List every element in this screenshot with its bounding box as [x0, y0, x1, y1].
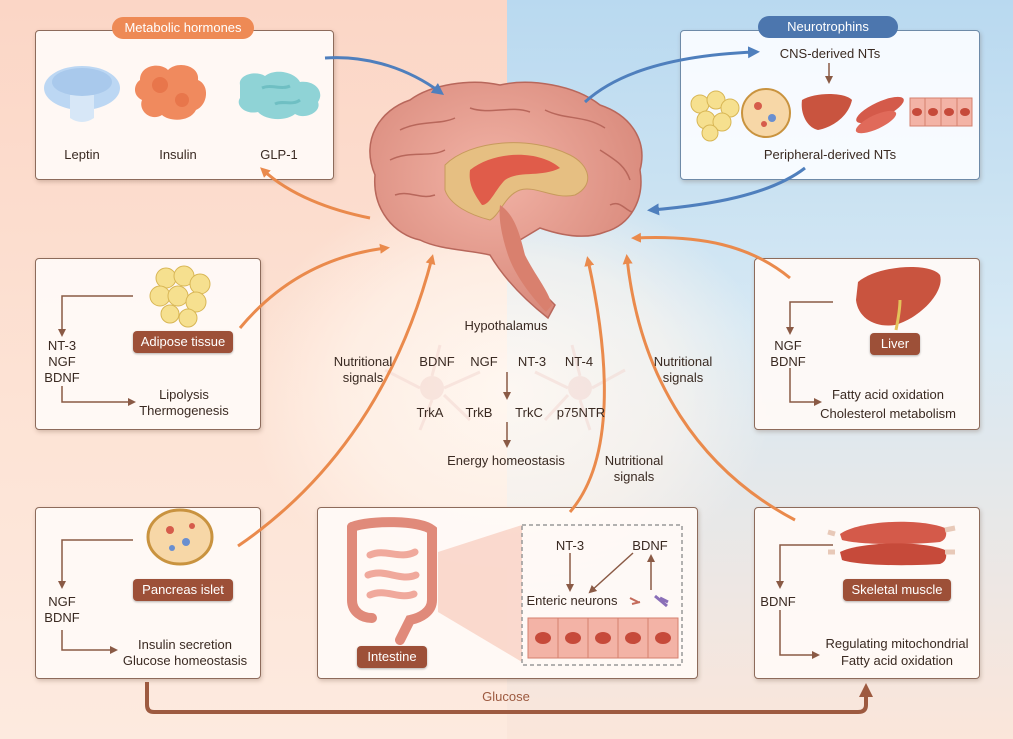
adipose-factor-bdnf: BDNF [44, 370, 80, 385]
glp1-icon [238, 71, 321, 120]
hypothalamus-label: Hypothalamus [464, 318, 548, 333]
intestinal-cells-small-icon [909, 97, 973, 127]
peripheral-to-brain-arrow [647, 166, 806, 216]
liver-branch-line [786, 301, 833, 335]
cns-derived-label: CNS-derived NTs [779, 46, 881, 61]
liver-effect-fatty-acid: Fatty acid oxidation [831, 387, 944, 402]
epithelium-icon [527, 617, 679, 659]
muscle-effect-mitochondrial: Regulating mitochondrial [825, 636, 969, 651]
insulin-label: Insulin [159, 147, 197, 162]
bdnf-to-enteric-arrow [588, 552, 634, 594]
muscle-to-brain-arrow [622, 254, 796, 522]
enteric-neurons-label: Enteric neurons [526, 593, 618, 608]
liver-icon [856, 266, 941, 331]
glucose-arrow [145, 682, 873, 714]
muscle-effect-line [779, 610, 820, 659]
glp1-label: GLP-1 [260, 147, 298, 162]
enteric-zoom-frame [521, 524, 683, 666]
liver-to-brain-arrow [631, 232, 791, 280]
bacteria-icon [629, 594, 669, 608]
liver-effect-line [789, 368, 822, 406]
pancreas-factor-bdnf: BDNF [44, 610, 80, 625]
adipose-factor-nt3: NT-3 [47, 338, 77, 353]
adipose-branch-line [58, 295, 133, 337]
pancreas-factor-ngf: NGF [48, 594, 76, 609]
adipose-effect-lipolysis: Lipolysis [159, 387, 209, 402]
adipose-effect-line [61, 386, 136, 406]
pancreas-effect-glucose: Glucose homeostasis [122, 653, 248, 668]
nutritional-signals-right-1: Nutritional [653, 354, 713, 369]
receptor-p75ntr: p75NTR [556, 405, 606, 420]
adipose-tissue-tag: Adipose tissue [133, 331, 233, 353]
pancreas-islet-icon [146, 508, 214, 566]
nutritional-signals-left-2: signals [342, 370, 384, 385]
receptor-trka: TrkA [416, 405, 444, 420]
intestine-tag: Intestine [357, 646, 427, 668]
neurotrophins-header: Neurotrophins [758, 16, 898, 38]
ligand-nt3: NT-3 [517, 354, 547, 369]
intestine-to-brain-arrow [568, 256, 606, 513]
receptor-trkb: TrkB [465, 405, 493, 420]
ligand-bdnf: BDNF [419, 354, 455, 369]
brain-illustration [369, 81, 643, 320]
hormone-to-brain-arrow [324, 56, 445, 95]
pancreas-branch-line [58, 539, 133, 589]
nutritional-signals-left-1: Nutritional [333, 354, 393, 369]
intestine-bdnf-label: BDNF [632, 538, 668, 553]
liver-tag: Liver [870, 333, 920, 355]
intestine-icon [347, 517, 437, 645]
metabolic-hormones-header: Metabolic hormones [112, 17, 254, 39]
peripheral-derived-label: Peripheral-derived NTs [763, 147, 897, 162]
pancreas-effect-insulin: Insulin secretion [138, 637, 232, 652]
nutritional-signals-mid-1: Nutritional [604, 453, 664, 468]
ligand-ngf: NGF [470, 354, 498, 369]
liver-effect-cholesterol: Cholesterol metabolism [820, 406, 956, 421]
adipose-cluster-icon [149, 265, 211, 328]
liver-factor-ngf: NGF [774, 338, 802, 353]
nutritional-signals-mid-2: signals [613, 469, 655, 484]
leptin-icon [44, 66, 120, 122]
skeletal-muscle-icon [827, 521, 956, 566]
intestine-zoom-cone [438, 525, 522, 662]
brain-to-cns-arrow [583, 46, 760, 104]
adipose-to-brain-arrow [238, 243, 390, 329]
intestine-nt3-label: NT-3 [555, 538, 585, 553]
adipocyte-cluster-icon [690, 90, 740, 142]
muscle-factor-bdnf: BDNF [760, 594, 796, 609]
receptor-trkc: TrkC [515, 405, 543, 420]
liver-factor-bdnf: BDNF [770, 354, 806, 369]
muscle-branch-line [776, 544, 833, 589]
ligand-nt4: NT-4 [564, 354, 594, 369]
muscle-effect-fatty-acid: Fatty acid oxidation [840, 653, 953, 668]
liver-small-icon [801, 94, 852, 130]
pancreas-cell-icon [741, 88, 791, 138]
neuron-background-icon [384, 344, 626, 431]
muscle-small-icon [855, 96, 904, 134]
skeletal-muscle-tag: Skeletal muscle [843, 579, 951, 601]
glucose-label: Glucose [482, 689, 530, 704]
pancreas-islet-tag: Pancreas islet [133, 579, 233, 601]
energy-homeostasis-label: Energy homeostasis [447, 453, 565, 468]
adipose-effect-thermogenesis: Thermogenesis [139, 403, 229, 418]
adipose-factor-ngf: NGF [48, 354, 76, 369]
insulin-icon [135, 65, 207, 120]
pancreas-to-brain-arrow [237, 254, 436, 548]
pancreas-effect-line [61, 630, 118, 654]
brain-to-hormones-arrow [260, 167, 371, 220]
leptin-label: Leptin [64, 147, 100, 162]
nutritional-signals-right-2: signals [662, 370, 704, 385]
